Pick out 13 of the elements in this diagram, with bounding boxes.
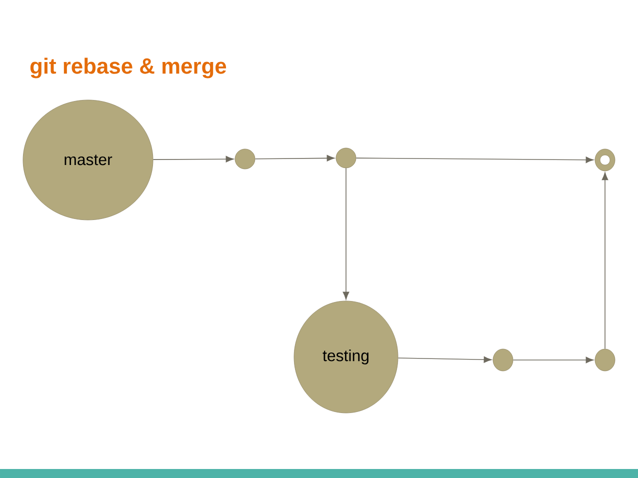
commit-circle <box>492 348 514 372</box>
merge-commit-circle <box>594 148 616 172</box>
commit-circle <box>594 348 616 372</box>
arrow <box>512 356 594 364</box>
arrow <box>602 172 608 350</box>
arrow <box>254 154 335 162</box>
arrow <box>152 156 234 162</box>
commit-circle <box>336 148 356 168</box>
arrow <box>356 156 594 164</box>
commit-circle <box>234 148 256 170</box>
arrow <box>342 168 350 300</box>
arrow <box>398 356 492 363</box>
title: git rebase & merge <box>30 58 226 78</box>
